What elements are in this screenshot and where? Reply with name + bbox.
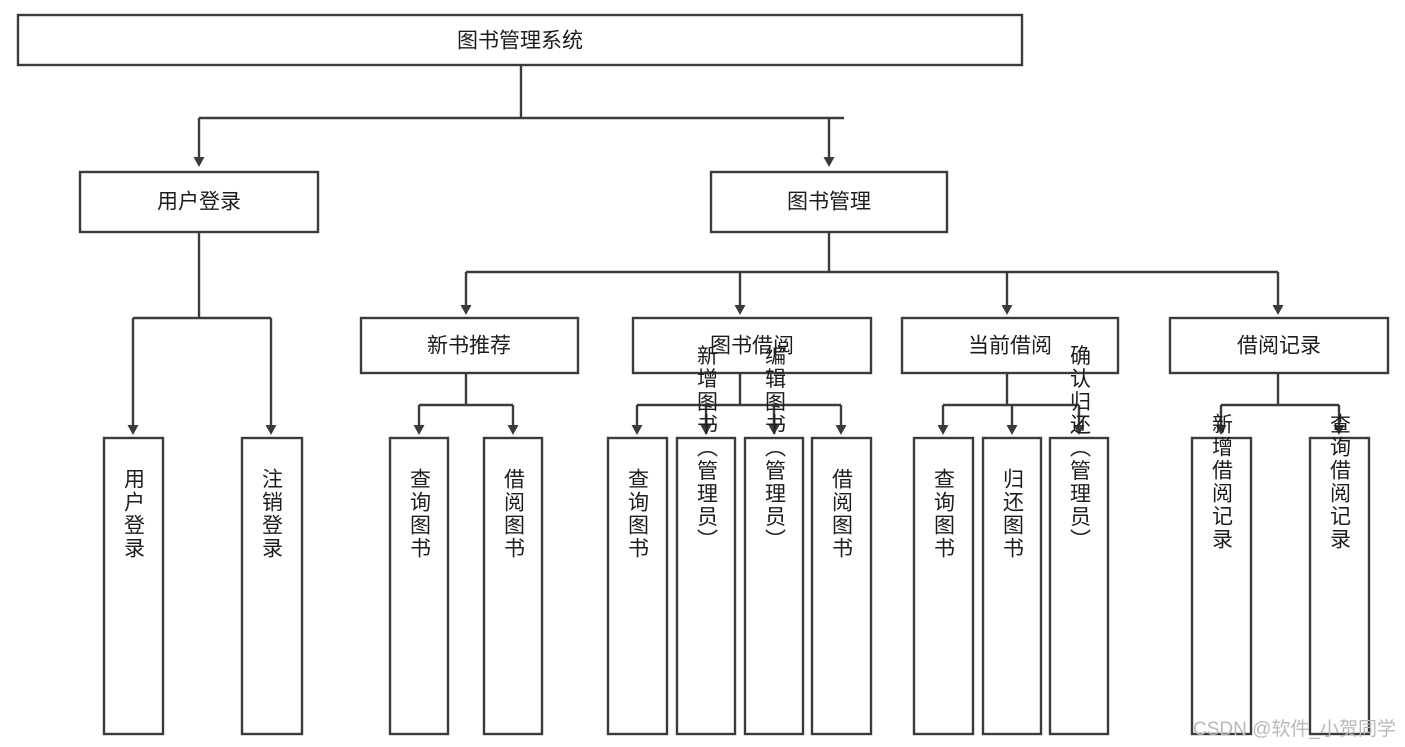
leaf-user-login-box [102,436,165,736]
connector-group-user-login-children [127,232,277,435]
node-book-management-label: 图书管理 [787,191,871,214]
node-root-system[interactable]: 图书管理系统 [16,13,1024,67]
leaf-edit-book-admin-box [743,436,805,736]
node-current-borrow-label: 当前借阅 [968,335,1052,358]
csdn-watermark: CSDN @软件_小贺同学 [1193,718,1396,740]
node-book-borrow[interactable]: 图书借阅 [631,316,873,375]
leaf-edit-book-admin-label: 编辑图书（管理员） [763,345,787,552]
leaf-confirm-return-admin-box [1048,436,1110,736]
leaf-user-login-label: 用户登录 [122,468,146,560]
leaf-return-book-label: 归还图书 [1001,468,1025,560]
leaf-query-book-current[interactable]: 查询图书 [912,436,975,736]
leaf-query-book-borrow[interactable]: 查询图书 [606,436,669,736]
node-user-login[interactable]: 用户登录 [78,170,320,234]
leaf-query-book-newrec-box [388,436,450,736]
leaf-return-book-box [981,436,1043,736]
leaf-confirm-return-admin[interactable]: 确认归还（管理员） [1048,345,1110,736]
leaf-borrow-book-borrow-box [810,436,873,736]
leaf-confirm-return-admin-label: 确认归还（管理员） [1068,345,1092,552]
leaf-return-book[interactable]: 归还图书 [981,436,1043,736]
node-book-borrow-box [631,316,873,375]
leaf-edit-book-admin[interactable]: 编辑图书（管理员） [743,345,805,736]
leaf-user-login[interactable]: 用户登录 [102,436,165,736]
connector-group-new-book-rec-children [413,373,519,435]
node-borrow-record-box [1168,316,1390,375]
node-borrow-record-label: 借阅记录 [1237,335,1321,358]
node-new-book-recommend-box [359,316,580,375]
leaf-query-book-newrec-label: 查询图书 [408,468,432,560]
connector-group-root-to-level2 [193,65,844,167]
node-current-borrow[interactable]: 当前借阅 [900,316,1120,375]
node-current-borrow-box [900,316,1120,375]
connector-group-current-borrow-children [937,373,1085,435]
leaf-query-book-current-box [912,436,975,736]
leaf-add-borrow-record[interactable]: 新增借阅记录 [1190,413,1253,736]
node-book-management-box [709,170,949,234]
leaf-query-book-borrow-box [606,436,669,736]
leaf-query-borrow-record-label: 查询借阅记录 [1328,413,1352,551]
node-user-login-box [78,170,320,234]
leaf-query-book-newrec[interactable]: 查询图书 [388,436,450,736]
leaf-add-borrow-record-box [1190,436,1253,736]
node-root-system-label: 图书管理系统 [457,30,583,53]
leaf-add-book-admin-label: 新增图书（管理员） [695,345,719,552]
leaf-borrow-book-newrec[interactable]: 借阅图书 [482,436,544,736]
leaf-borrow-book-newrec-label: 借阅图书 [502,468,526,560]
leaf-add-book-admin[interactable]: 新增图书（管理员） [675,345,737,736]
leaf-add-borrow-record-label: 新增借阅记录 [1210,413,1234,551]
leaf-query-book-current-label: 查询图书 [932,468,956,560]
node-user-login-label: 用户登录 [157,191,241,214]
leaf-logout[interactable]: 注销登录 [240,436,304,736]
leaf-logout-box [240,436,304,736]
leaf-add-book-admin-box [675,436,737,736]
node-book-borrow-label: 图书借阅 [710,335,794,358]
connector-group-book-borrow-children [631,373,847,435]
leaf-borrow-book-borrow[interactable]: 借阅图书 [810,436,873,736]
leaf-query-book-borrow-label: 查询图书 [626,468,650,560]
node-root-system-box [16,13,1024,67]
leaf-logout-label: 注销登录 [260,468,284,560]
leaf-borrow-book-borrow-label: 借阅图书 [830,468,854,560]
connector-group-book-mgmt-children [460,232,1284,315]
node-borrow-record[interactable]: 借阅记录 [1168,316,1390,375]
leaf-query-borrow-record-box [1308,436,1371,736]
connector-group-borrow-record-children [1215,373,1345,435]
leaf-borrow-book-newrec-box [482,436,544,736]
node-book-management[interactable]: 图书管理 [709,170,949,234]
leaf-query-borrow-record[interactable]: 查询借阅记录 [1308,413,1371,736]
node-new-book-recommend-label: 新书推荐 [427,335,511,358]
node-new-book-recommend[interactable]: 新书推荐 [359,316,580,375]
